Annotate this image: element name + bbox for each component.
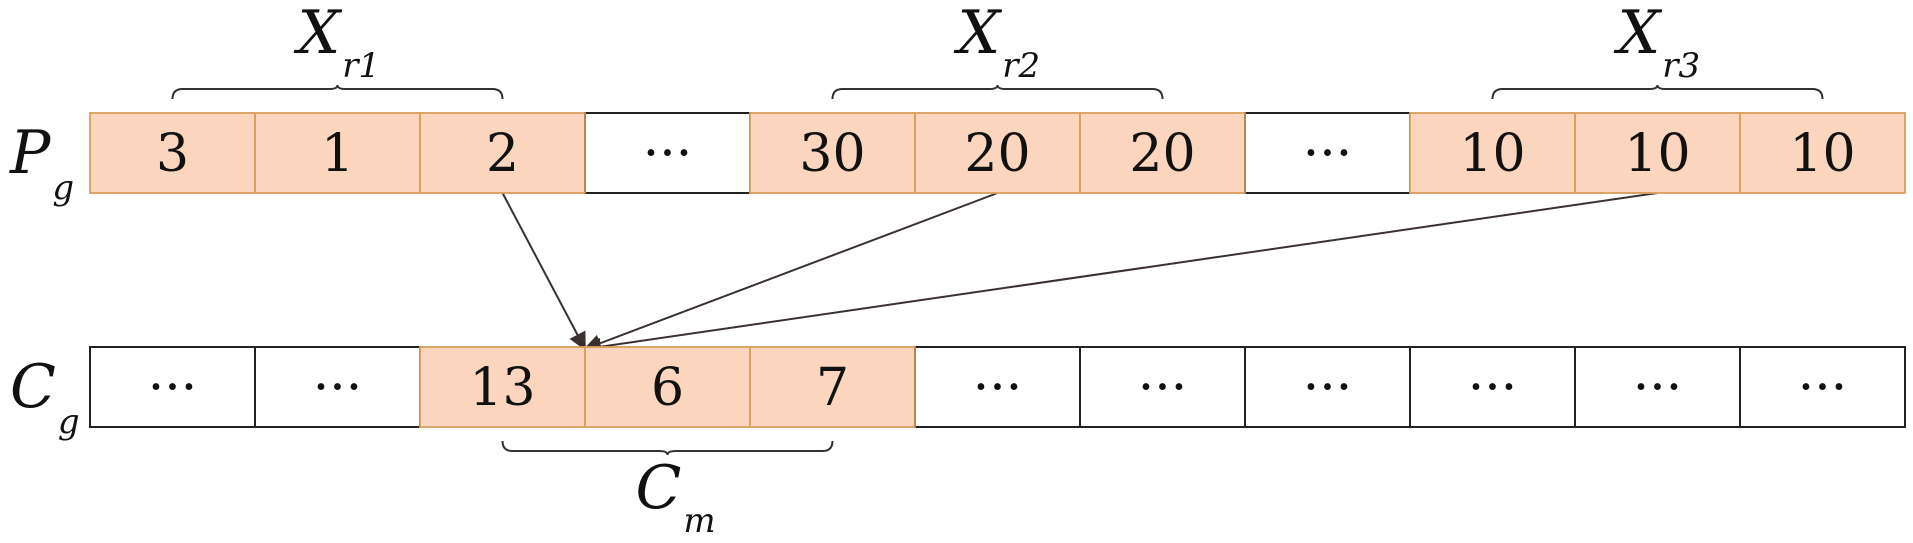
braces-layer xyxy=(171,84,1824,456)
group-label-xr3-main: X xyxy=(1614,0,1663,68)
group-label-xr1: Xr1 xyxy=(294,0,381,86)
group-label-cm-main: C xyxy=(636,453,682,523)
cell-border-pg-2 xyxy=(419,112,586,194)
group-label-xr2: Xr2 xyxy=(954,0,1041,86)
cell-value-pg-2: 2 xyxy=(486,124,519,184)
arrows-layer xyxy=(501,192,1658,356)
cell-value-pg-7: ··· xyxy=(1303,124,1353,184)
brace-xr2 xyxy=(831,84,1164,100)
cell-pg-1 xyxy=(254,112,421,194)
cell-value-pg-8: 10 xyxy=(1459,124,1525,184)
cell-value-cg-2: 13 xyxy=(469,358,535,418)
cell-value-pg-5: 20 xyxy=(964,124,1030,184)
row-pg: 3 1 2 ··· 30 20 20 ··· 10 10 10 xyxy=(89,112,1906,194)
cell-pg-0 xyxy=(89,112,256,194)
cell-pg-9 xyxy=(1574,112,1741,194)
cell-cg-10 xyxy=(1739,346,1906,428)
group-label-cm: Cm xyxy=(636,453,716,541)
row-label-cg: Cg xyxy=(10,352,80,442)
cell-border-pg-10 xyxy=(1739,112,1906,194)
cell-cg-0 xyxy=(89,346,256,428)
group-label-xr3-sub: r3 xyxy=(1662,46,1700,86)
cell-cg-7 xyxy=(1244,346,1411,428)
row-cg: ··· ··· 13 6 7 ··· ··· ··· ··· ··· ··· xyxy=(89,346,1906,428)
row-label-pg-main: P xyxy=(9,118,52,188)
cell-value-cg-6: ··· xyxy=(1138,358,1188,418)
mapping-arrow-0 xyxy=(501,192,586,351)
row-label-cg-sub: g xyxy=(58,402,80,442)
group-label-xr1-sub: r1 xyxy=(342,46,380,86)
brace-cm xyxy=(501,440,834,456)
group-label-cm-sub: m xyxy=(683,501,715,541)
cell-value-cg-1: ··· xyxy=(313,358,363,418)
group-label-xr3: Xr3 xyxy=(1614,0,1701,86)
cell-pg-5 xyxy=(914,112,1081,194)
cell-value-cg-7: ··· xyxy=(1303,358,1353,418)
cell-cg-8 xyxy=(1409,346,1576,428)
cell-cg-9 xyxy=(1574,346,1741,428)
group-label-xr1-main: X xyxy=(294,0,343,68)
brace-xr1 xyxy=(171,84,504,100)
cell-border-pg-6 xyxy=(1079,112,1246,194)
group-label-xr2-sub: r2 xyxy=(1002,46,1040,86)
cell-value-cg-4: 7 xyxy=(816,358,849,418)
cell-value-cg-10: ··· xyxy=(1798,358,1848,418)
cell-value-pg-3: ··· xyxy=(643,124,693,184)
cell-value-cg-0: ··· xyxy=(148,358,198,418)
row-label-pg: Pg xyxy=(9,118,74,208)
row-label-cg-main: C xyxy=(10,352,56,422)
cell-cg-6 xyxy=(1079,346,1246,428)
cell-value-cg-3: 6 xyxy=(651,358,684,418)
cell-value-pg-1: 1 xyxy=(321,124,354,184)
cell-cg-1 xyxy=(254,346,421,428)
cell-value-pg-9: 10 xyxy=(1624,124,1690,184)
mapping-arrow-1 xyxy=(583,192,998,352)
brace-xr3 xyxy=(1491,84,1824,100)
cell-value-pg-0: 3 xyxy=(156,124,189,184)
cell-value-pg-4: 30 xyxy=(799,124,865,184)
row-label-pg-sub: g xyxy=(52,168,74,208)
cell-value-cg-8: ··· xyxy=(1468,358,1518,418)
cell-value-cg-9: ··· xyxy=(1633,358,1683,418)
group-label-xr2-main: X xyxy=(954,0,1003,68)
cell-value-pg-6: 20 xyxy=(1129,124,1195,184)
cell-border-cg-4 xyxy=(749,346,916,428)
cell-value-cg-5: ··· xyxy=(973,358,1023,418)
mapping-arrow-2 xyxy=(583,192,1658,356)
cell-value-pg-10: 10 xyxy=(1789,124,1855,184)
